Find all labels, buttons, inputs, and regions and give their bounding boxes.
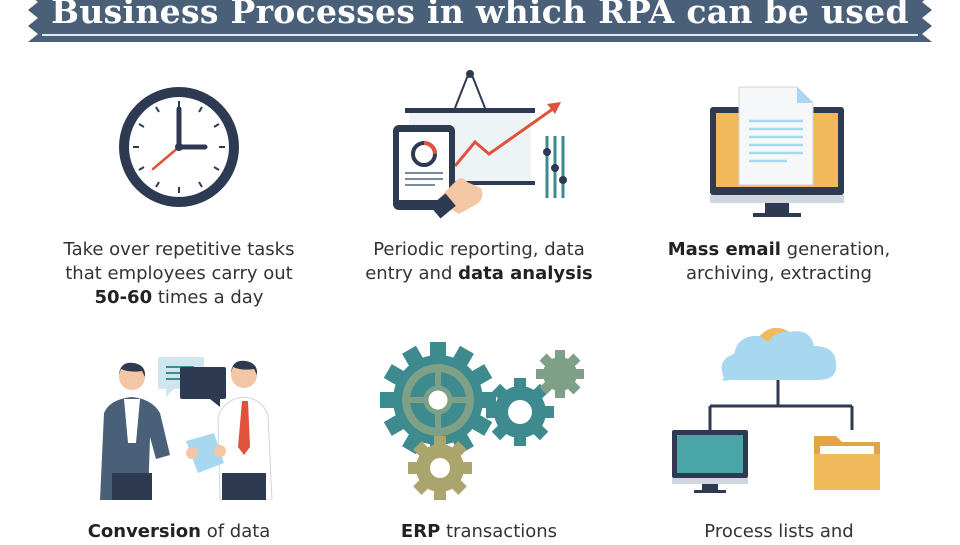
caption-text: generation,	[780, 239, 891, 260]
caption-text: Take over repetitive tasks	[63, 239, 295, 260]
caption-mass-email: Mass email generation,archiving, extract…	[629, 238, 929, 286]
cloud-network-icon	[668, 320, 888, 504]
caption-line: Periodic reporting, data	[329, 238, 629, 262]
caption-line: ERP transactions	[329, 520, 629, 544]
banner-ribbon	[28, 0, 932, 42]
caption-text: transactions	[440, 521, 558, 542]
caption-line: 50-60 times a day	[29, 286, 329, 310]
caption-line: that employees carry out	[29, 262, 329, 286]
caption-emphasis: Mass email	[667, 239, 781, 260]
gears-icon	[380, 340, 590, 504]
caption-text: Process lists and	[704, 521, 854, 542]
people-conversation-icon	[90, 355, 280, 504]
caption-line: Mass email generation,	[629, 238, 929, 262]
caption-emphasis: Conversion	[87, 521, 201, 542]
caption-text: archiving, extracting	[686, 263, 872, 284]
caption-text: that employees carry out	[65, 263, 293, 284]
page-title: Business Processes in which RPA can be u…	[51, 0, 909, 31]
caption-emphasis: 50-60	[94, 287, 153, 308]
caption-erp-transactions: ERP transactions	[329, 520, 629, 544]
caption-emphasis: ERP	[400, 521, 441, 542]
caption-text: of data	[200, 521, 271, 542]
caption-process-lists: Process lists and	[629, 520, 929, 544]
caption-line: Take over repetitive tasks	[29, 238, 329, 262]
title-banner: Business Processes in which RPA can be u…	[28, 0, 932, 46]
report-chart-icon	[385, 69, 585, 229]
caption-line: Process lists and	[629, 520, 929, 544]
caption-line: entry and data analysis	[329, 262, 629, 286]
email-monitor-icon	[707, 85, 847, 229]
clock-icon	[117, 85, 241, 213]
caption-text: Periodic reporting, data	[373, 239, 585, 260]
caption-emphasis: data analysis	[458, 263, 593, 284]
caption-repetitive-tasks: Take over repetitive tasks that employees…	[29, 238, 329, 310]
caption-text: times a day	[152, 287, 264, 308]
caption-conversion-data: Conversion of data	[29, 520, 329, 544]
caption-text: entry and	[365, 263, 459, 284]
caption-line: archiving, extracting	[629, 262, 929, 286]
caption-line: Conversion of data	[29, 520, 329, 544]
